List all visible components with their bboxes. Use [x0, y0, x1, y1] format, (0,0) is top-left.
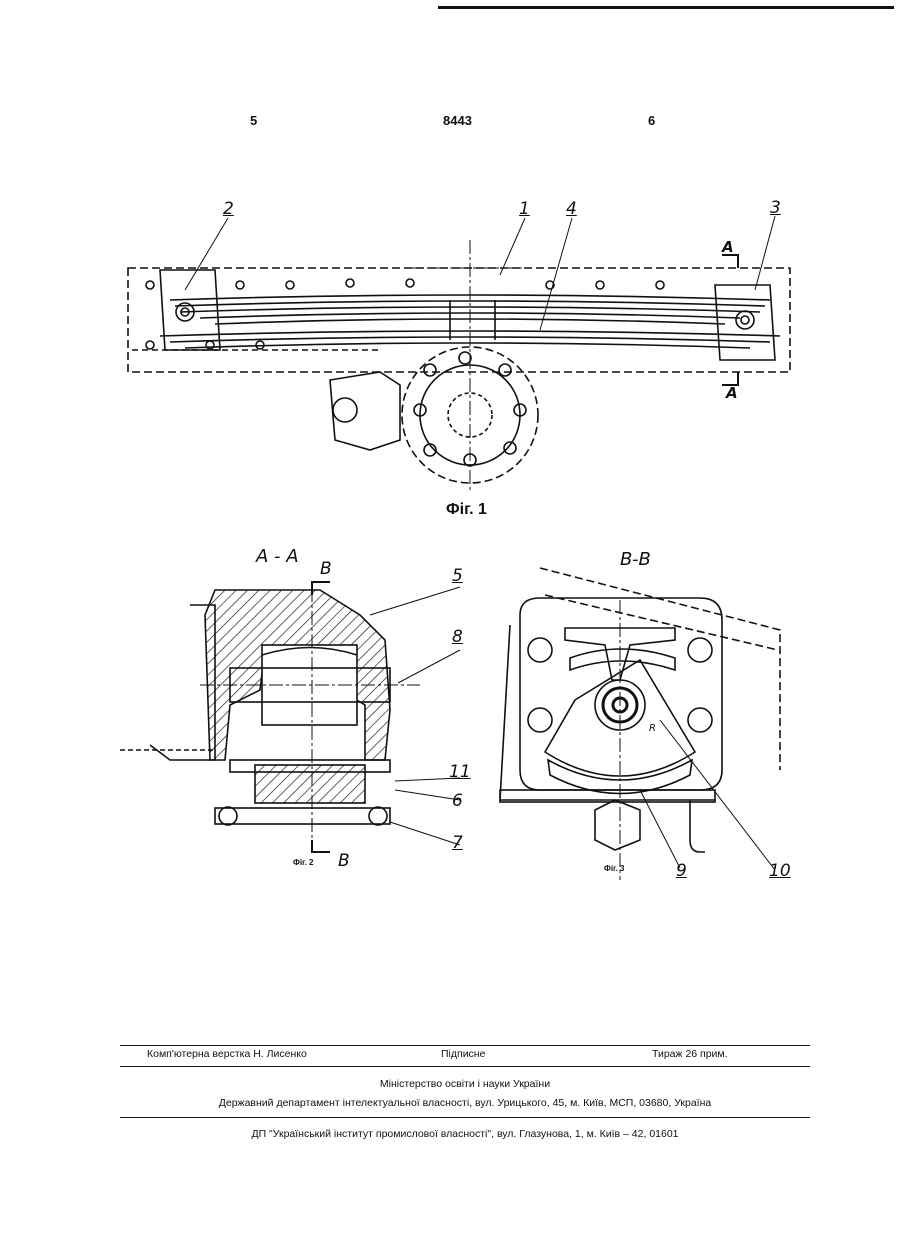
fig3-section-title: B-B — [620, 549, 651, 570]
fig3-label-9: 9 — [676, 861, 687, 881]
footer-rule-top — [120, 1045, 810, 1046]
footer-rule-bottom — [120, 1117, 810, 1118]
footer-publisher: ДП "Український інститут промислової вла… — [0, 1128, 900, 1140]
footer-department: Державний департамент інтелектуальної вл… — [0, 1097, 900, 1109]
fig3-radius-mark: R — [649, 723, 656, 734]
footer-signed: Підписне — [441, 1048, 485, 1060]
fig3-label-10: 10 — [769, 861, 791, 881]
footer-rule-middle — [120, 1066, 810, 1067]
figure-3-caption: Фіг. 3 — [604, 864, 624, 873]
footer-layout-credit: Комп'ютерна верстка Н. Лисенко — [147, 1048, 307, 1060]
footer-circulation: Тираж 26 прим. — [652, 1048, 728, 1060]
footer-ministry: Міністерство освіти і науки України — [0, 1078, 900, 1090]
